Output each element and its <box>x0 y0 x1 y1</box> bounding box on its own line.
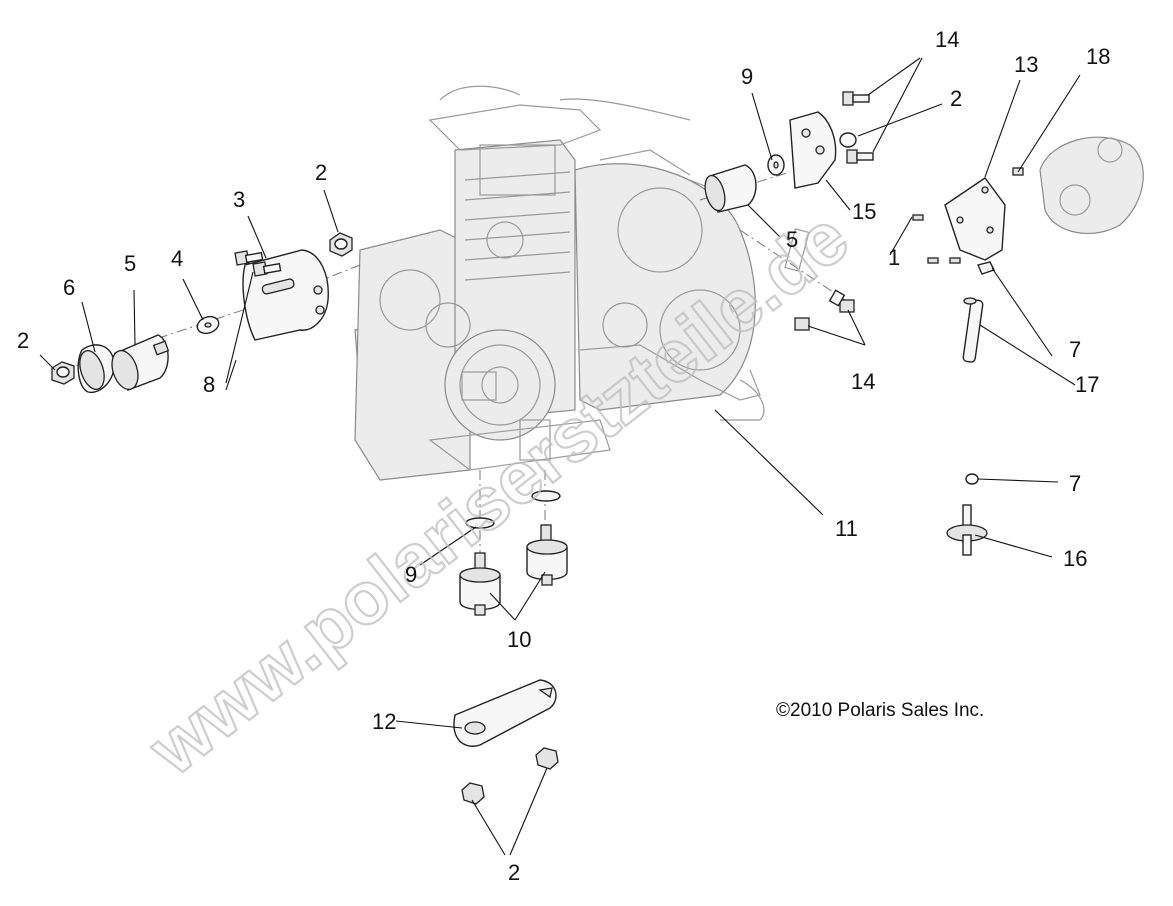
callout-15: 15 <box>852 199 876 224</box>
engine-assembly <box>354 85 810 481</box>
callout-13: 13 <box>1014 52 1038 77</box>
callout-4: 4 <box>171 246 183 271</box>
pin-part-17 <box>962 297 984 363</box>
callout-2-left: 2 <box>17 328 29 353</box>
washer-part-2-right <box>839 132 857 148</box>
washer-part-9-bottom <box>465 490 561 529</box>
callout-11: 11 <box>835 516 858 541</box>
callout-labels: 2 6 5 4 3 2 8 9 14 2 13 18 15 1 5 14 7 1… <box>17 27 1110 885</box>
nut-part-2-left <box>51 361 75 385</box>
strap-plate-part-12 <box>453 679 557 747</box>
mount-stud-part-16 <box>946 504 988 556</box>
callout-10: 10 <box>507 627 531 652</box>
transmission-housing <box>1012 136 1144 234</box>
callout-17: 17 <box>1075 372 1099 397</box>
callout-14-top: 14 <box>935 27 959 52</box>
rubber-mounts-part-10 <box>459 524 568 616</box>
bushing-part-7-bottom <box>965 473 979 485</box>
callout-3: 3 <box>233 187 245 212</box>
callout-14-mid: 14 <box>851 369 875 394</box>
callout-2-top: 2 <box>315 160 327 185</box>
nut-part-2-top <box>329 232 353 257</box>
callout-18: 18 <box>1086 44 1110 69</box>
callout-7-top: 7 <box>1069 337 1081 362</box>
callout-9-bottom: 9 <box>405 562 417 587</box>
rubber-mount-part-5-right <box>704 164 757 213</box>
bracket-part-15 <box>789 111 837 189</box>
bushing-part-7-top <box>977 261 995 275</box>
callout-2-bottom: 2 <box>508 860 520 885</box>
callout-16: 16 <box>1063 546 1087 571</box>
plate-part-13 <box>912 177 1006 264</box>
cup-washer-part-6 <box>77 344 115 394</box>
rubber-mount-part-5-left <box>111 334 170 391</box>
nuts-part-2-bottom <box>461 747 559 805</box>
bolts-part-14-mid <box>794 289 855 331</box>
washer-part-4 <box>196 315 220 335</box>
copyright-notice: ©2010 Polaris Sales Inc. <box>776 700 984 721</box>
leader-lines <box>39 57 1081 856</box>
callout-6: 6 <box>63 275 75 300</box>
callout-1: 1 <box>888 245 900 270</box>
bolts-part-14-top <box>842 91 874 164</box>
callout-8: 8 <box>203 372 215 397</box>
callout-12: 12 <box>372 709 396 734</box>
callout-5-left: 5 <box>124 251 136 276</box>
callout-7-bottom: 7 <box>1069 471 1081 496</box>
bolts-part-8 <box>234 250 282 277</box>
callout-2-right: 2 <box>950 86 962 111</box>
callout-5-right: 5 <box>786 227 798 252</box>
washer-part-9-top <box>767 154 785 176</box>
callout-9-top: 9 <box>741 64 753 89</box>
